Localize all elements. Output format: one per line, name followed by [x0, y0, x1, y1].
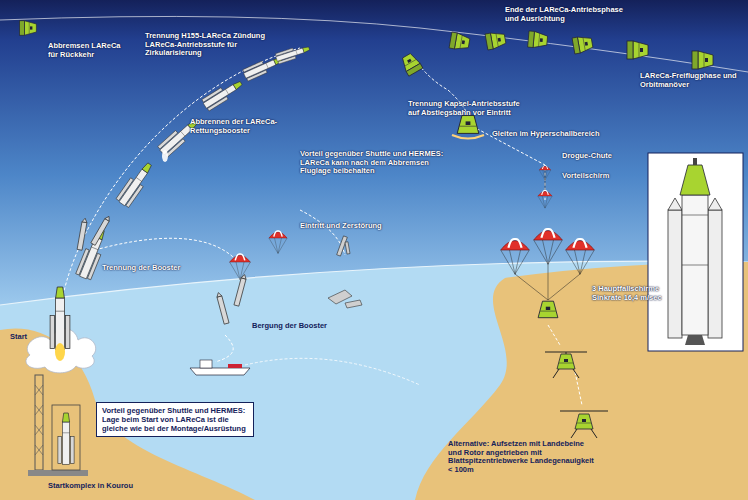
inset-rocket [648, 153, 743, 351]
note-box: Vorteil gegenüber Shuttle und HERMES: La… [96, 402, 254, 437]
ascent-trajectory [62, 48, 345, 362]
annotation-label: Alternative: Aufsetzen mit Landebeine un… [448, 440, 598, 475]
annotation-label: Bergung der Booster [252, 322, 352, 331]
debris [328, 236, 362, 308]
orbit-line [0, 16, 748, 72]
landers [545, 352, 608, 438]
annotation-label: Drogue-Chute [562, 152, 632, 161]
booster-recovery [190, 231, 420, 385]
annotation-label: Ende der LAReCa-Antriebsphase und Ausric… [505, 6, 630, 23]
annotation-label: Trennung H155-LAReCa Zündung LAReCa-Antr… [145, 32, 265, 58]
ascent-rockets [75, 43, 310, 280]
annotation-label: Vorteil gegenüber Shuttle und HERMES: LA… [300, 150, 450, 176]
orbit-capsules [20, 21, 713, 69]
launch [26, 287, 96, 476]
note-text: Vorteil gegenüber Shuttle und HERMES: La… [102, 406, 248, 433]
annotation-label: Trennung Kapsel-Antriebsstufe auf Abstie… [408, 100, 528, 117]
annotation-label: Abbremsen LAReCa für Rückkehr [48, 42, 128, 59]
reentry [399, 52, 545, 200]
annotation-label: LAReCa-Freiflugphase und Orbitmanöver [640, 72, 742, 89]
annotation-label: Vorteilschirm [562, 172, 632, 181]
annotation-label: Start [10, 333, 40, 342]
land-left [0, 328, 255, 500]
annotation-label: Trennung der Booster [102, 264, 202, 273]
annotation-label: Startkomplex in Kourou [48, 482, 158, 491]
parachute-descent [501, 166, 595, 406]
annotation-label: 3 Hauptfallschirme Sinkrate 16,4 m/sec [592, 285, 688, 302]
annotation-label: Abbrennen der LAReCa-Rettungsbooster [190, 118, 290, 135]
sea [0, 261, 748, 500]
annotation-label: Gleiten im Hyperschallbereich [492, 130, 602, 139]
annotation-label: Eintritt und Zerstörung [300, 222, 410, 231]
